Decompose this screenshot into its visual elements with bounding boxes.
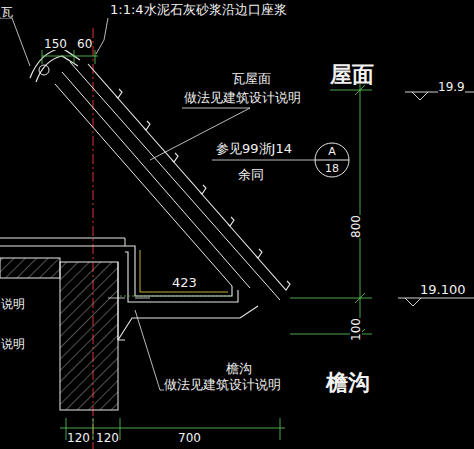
drawing-label: 120 — [67, 432, 90, 444]
slab-line — [0, 238, 125, 246]
overlay-caption: 檐沟 — [326, 372, 370, 394]
drawing-label: 瓦屋面 — [232, 72, 271, 85]
bottom-dimension — [60, 418, 285, 440]
drawing-label: 做法见建筑设计说明 — [184, 91, 301, 104]
sheet-number: 18 — [314, 163, 350, 174]
drawing-label: 参见99浙J14 — [216, 142, 292, 155]
drawing-label: 423 — [172, 276, 197, 289]
drawing-label: 余同 — [238, 168, 264, 181]
drawing-label: 150 — [44, 38, 67, 50]
gutter-dimension — [120, 296, 232, 297]
level-marks — [398, 92, 474, 306]
top-dimension — [42, 50, 98, 64]
wall-section — [60, 262, 118, 410]
drawing-label: 800 — [350, 215, 362, 238]
drawing-label: 120 — [96, 432, 119, 444]
detail-number: A — [314, 146, 350, 157]
drawing-label: 19.100 — [420, 283, 466, 296]
drawing-label: 19.9 — [438, 81, 465, 93]
drawing-label: 700 — [178, 432, 201, 444]
drawing-label: 1:1:4水泥石灰砂浆沿边口座浆 — [110, 3, 287, 16]
drawing-label: 60 — [77, 38, 92, 50]
height-dimension — [290, 84, 372, 340]
wall-face — [118, 262, 125, 340]
drawing-label: 说明 — [1, 298, 25, 310]
drawing-label: 做法见建筑设计说明 — [164, 378, 281, 391]
detail-index-circle: A 18 — [314, 142, 350, 178]
drawing-label: 瓦 — [1, 6, 13, 18]
concrete-beam — [0, 258, 60, 278]
drawing-label: 说明 — [1, 338, 25, 350]
leader-lines — [0, 18, 315, 390]
waterproof-layer — [140, 250, 228, 292]
drawing-label: 檐沟 — [226, 362, 252, 375]
dimension-423 — [108, 298, 150, 299]
ridge-nail — [39, 65, 49, 75]
overlay-caption: 屋面 — [330, 64, 374, 86]
gutter-outline — [118, 246, 258, 340]
drawing-label: 100 — [350, 318, 362, 341]
